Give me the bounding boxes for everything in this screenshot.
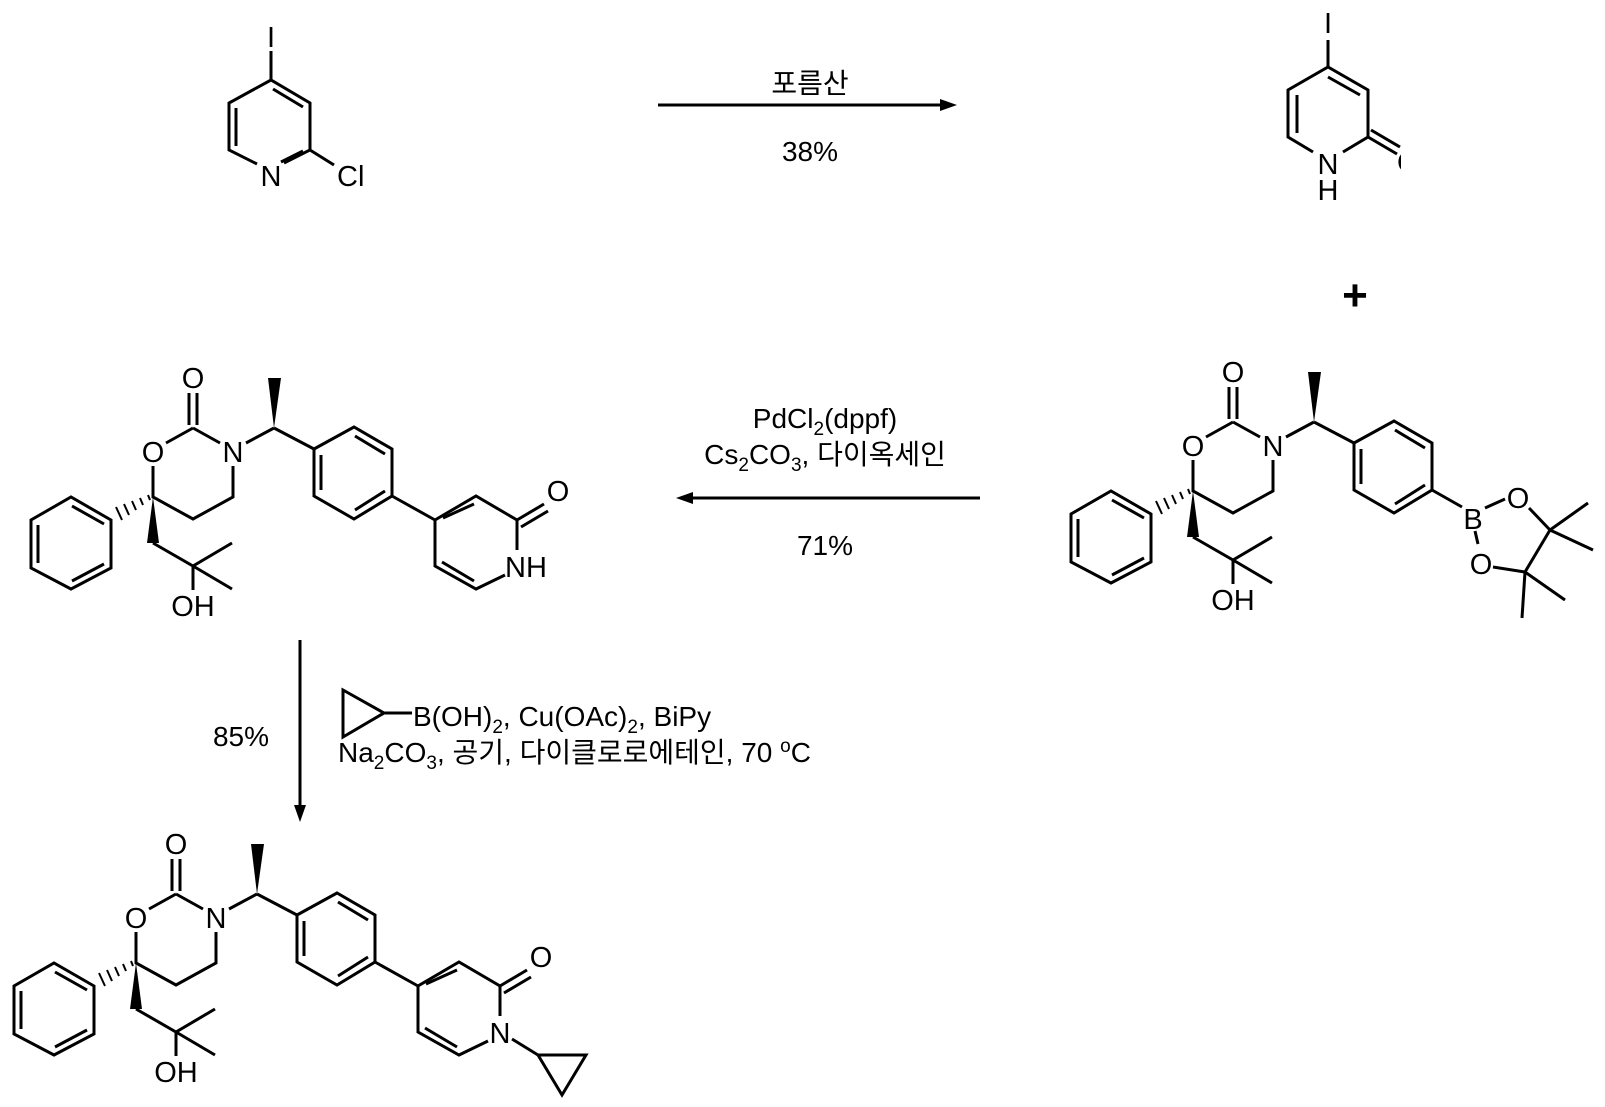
reaction-arrow-step2: PdCl2(dppf) Cs2CO3, 다이옥세인 71% [676, 403, 980, 561]
step1-yield: 38% [782, 136, 838, 167]
reaction-arrow-step3: 85% B(OH)2, Cu(OAc)2, BiPy Na2CO3, 공기, 다… [213, 640, 811, 822]
step2-yield: 71% [797, 530, 853, 561]
step3-reagent-line1: B(OH)2, Cu(OAc)2, BiPy [413, 701, 711, 738]
cyclopropyl-ring [538, 1055, 586, 1095]
nitrogen-label: N [261, 161, 282, 193]
pyridone-nh-label: NH [505, 552, 547, 584]
reaction-arrow-step1: 포름산 38% [658, 68, 957, 167]
step3-yield: 85% [213, 721, 269, 752]
n-cyclopropyl-pyridone-product: N [14, 829, 586, 1095]
boronate-oxygen-label: O [1470, 549, 1493, 581]
hydrogen-label: H [1318, 175, 1339, 207]
intermediate-iodopyridinone: I N H O [1288, 8, 1420, 207]
step2-reagent-line2: Cs2CO3, 다이옥세인 [704, 439, 946, 476]
chlorine-label: Cl [337, 161, 364, 193]
starting-material-chloroiodopyridine: I N Cl [229, 22, 364, 193]
step3-reagent-line2: Na2CO3, 공기, 다이클로로에테인, 70 oC [338, 736, 811, 774]
boronate-oxygen-label: O [1507, 483, 1530, 515]
step2-reagent-line1: PdCl2(dppf) [753, 403, 897, 440]
oxygen-label-cropped: O [1397, 147, 1420, 179]
pyridone-n-label: N [490, 1018, 511, 1050]
pyridone-nh-product: NH [31, 363, 569, 623]
cyclopropyl-icon [343, 690, 384, 737]
iodine-label: I [267, 22, 275, 54]
plus-sign: + [1342, 271, 1368, 320]
step1-reagent: 포름산 [771, 68, 848, 99]
boron-label: B [1463, 504, 1482, 536]
iodine-label: I [1324, 8, 1332, 40]
boronate-ester-reactant: B O O [1071, 357, 1593, 618]
